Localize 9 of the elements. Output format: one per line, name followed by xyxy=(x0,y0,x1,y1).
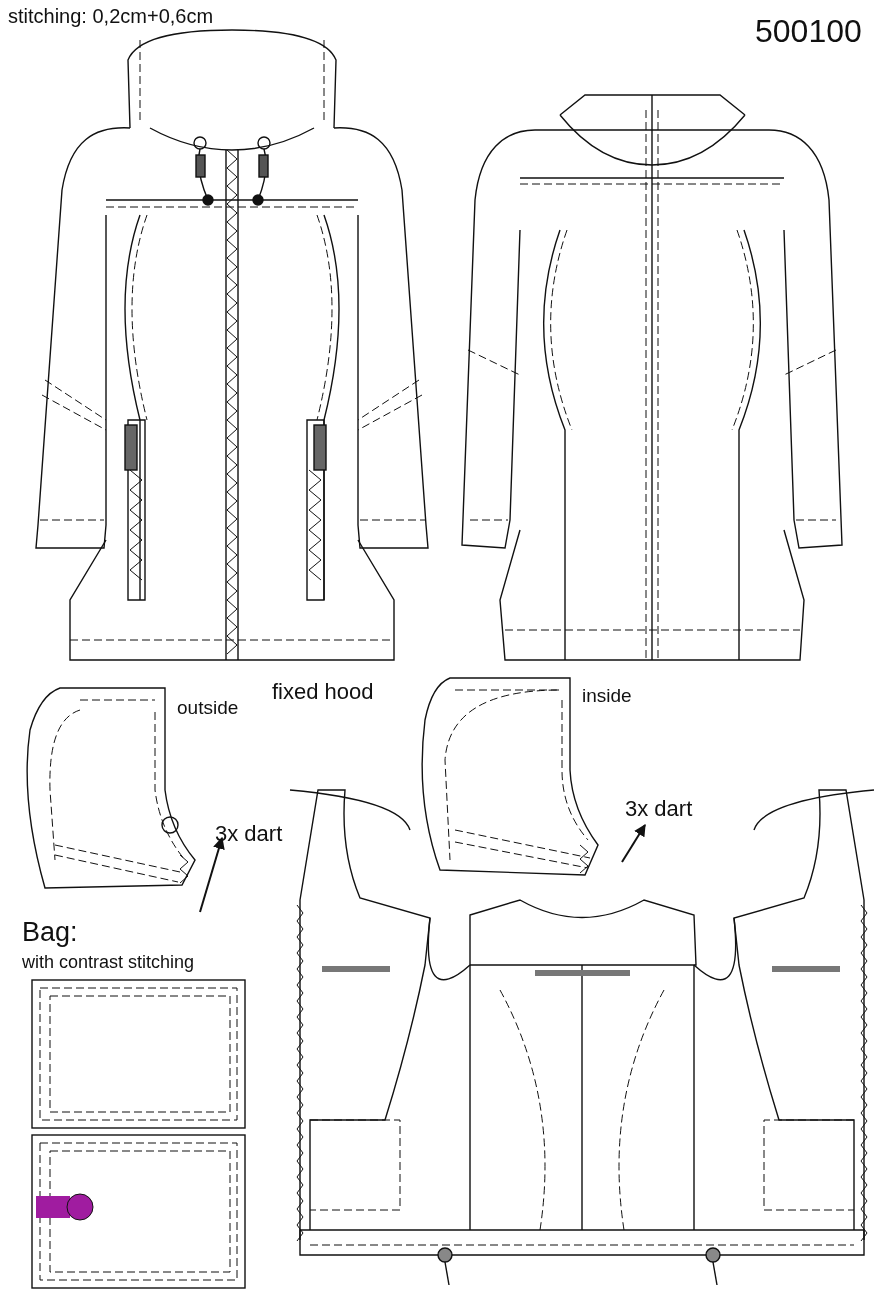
stitching-note: stitching: 0,2cm+0,6cm xyxy=(8,5,214,27)
dart-note: 3x dart xyxy=(215,822,283,847)
bag-note: with contrast stitching xyxy=(22,953,195,973)
bag-heading: Bag: xyxy=(22,918,78,948)
side-label: outside xyxy=(177,698,239,719)
style-number: 500100 xyxy=(755,14,862,50)
side-label: inside xyxy=(582,686,632,707)
hood-label: fixed hood xyxy=(272,680,374,705)
dart-note: 3x dart xyxy=(625,797,693,822)
